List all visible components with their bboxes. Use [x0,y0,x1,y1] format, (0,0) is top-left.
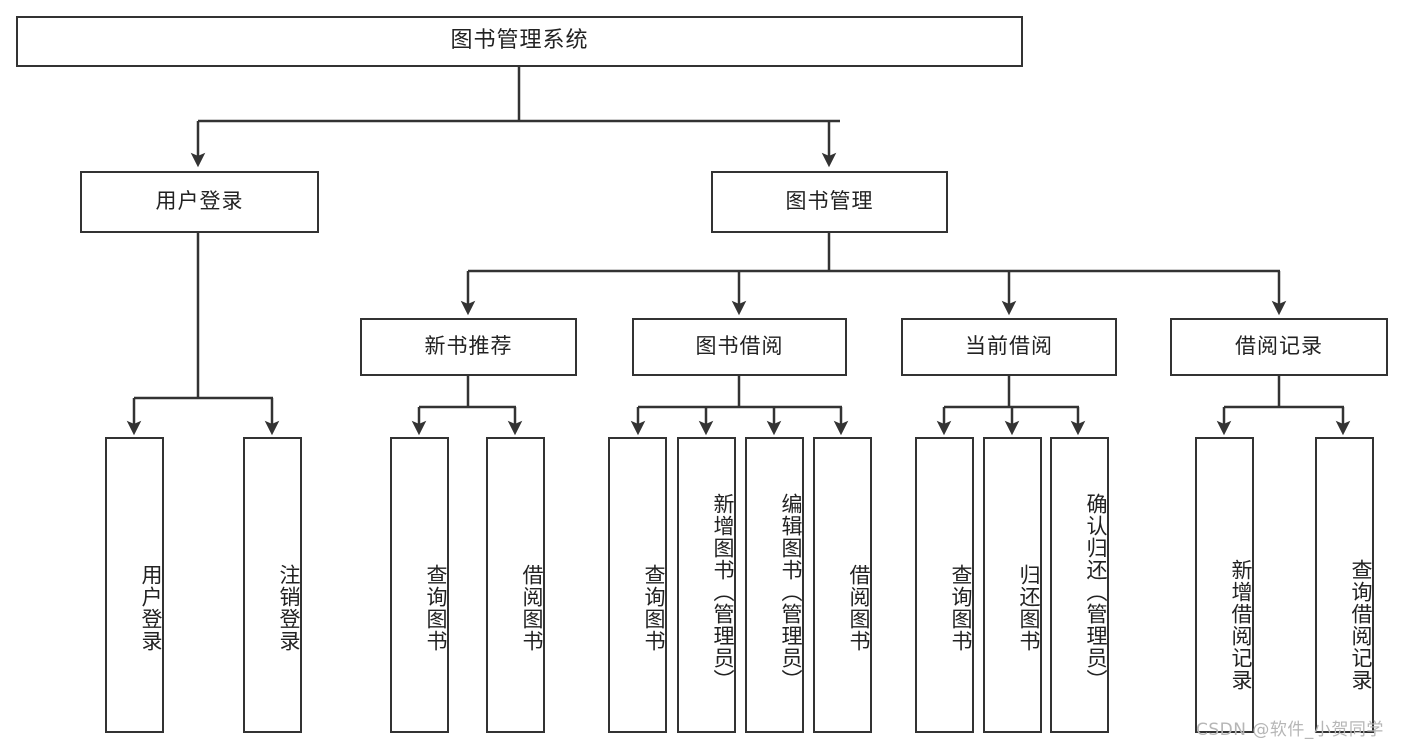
leaf-label: 查询图书 [642,564,666,652]
node-new-book-recommend[interactable]: 新书推荐 [360,318,577,376]
node-current-borrow[interactable]: 当前借阅 [901,318,1117,376]
leaf-label: 注销登录 [277,564,301,652]
leaf-recommend-query-book[interactable]: 查询图书 [390,437,449,733]
node-book-management-label: 图书管理 [785,189,874,214]
node-user-login-label: 用户登录 [155,189,244,214]
watermark-text: CSDN @软件_小贺同学 [1196,720,1384,740]
node-new-book-recommend-label: 新书推荐 [424,334,513,359]
node-user-login[interactable]: 用户登录 [80,171,319,233]
leaf-current-query-book[interactable]: 查询图书 [915,437,974,733]
leaf-label: 编辑图书（管理员） [779,493,803,691]
node-root-system[interactable]: 图书管理系统 [16,16,1023,67]
leaf-borrow-query-book[interactable]: 查询图书 [608,437,667,733]
leaf-label: 借阅图书 [847,564,871,652]
leaf-record-query-record[interactable]: 查询借阅记录 [1315,437,1374,733]
leaf-label: 新增借阅记录 [1229,559,1253,691]
leaf-user-login-signout[interactable]: 注销登录 [243,437,302,733]
leaf-recommend-borrow-book[interactable]: 借阅图书 [486,437,545,733]
node-book-management[interactable]: 图书管理 [711,171,948,233]
node-book-borrow-label: 图书借阅 [695,334,784,359]
leaf-user-login-signin[interactable]: 用户登录 [105,437,164,733]
node-borrow-record-label: 借阅记录 [1235,334,1323,359]
node-root-label: 图书管理系统 [450,28,589,54]
leaf-label: 确认归还（管理员） [1084,493,1108,691]
leaf-label: 查询图书 [424,564,448,652]
leaf-current-confirm-return[interactable]: 确认归还（管理员） [1050,437,1109,733]
node-book-borrow[interactable]: 图书借阅 [632,318,847,376]
leaf-label: 新增图书（管理员） [711,493,735,691]
leaf-borrow-add-book[interactable]: 新增图书（管理员） [677,437,736,733]
leaf-label: 查询图书 [949,564,973,652]
leaf-label: 归还图书 [1017,564,1041,652]
leaf-label: 用户登录 [139,564,163,652]
leaf-label: 借阅图书 [520,564,544,652]
leaf-borrow-borrow-book[interactable]: 借阅图书 [813,437,872,733]
leaf-label: 查询借阅记录 [1349,559,1373,691]
leaf-borrow-edit-book[interactable]: 编辑图书（管理员） [745,437,804,733]
node-borrow-record[interactable]: 借阅记录 [1170,318,1388,376]
node-current-borrow-label: 当前借阅 [965,334,1053,359]
leaf-record-add-record[interactable]: 新增借阅记录 [1195,437,1254,733]
leaf-current-return-book[interactable]: 归还图书 [983,437,1042,733]
